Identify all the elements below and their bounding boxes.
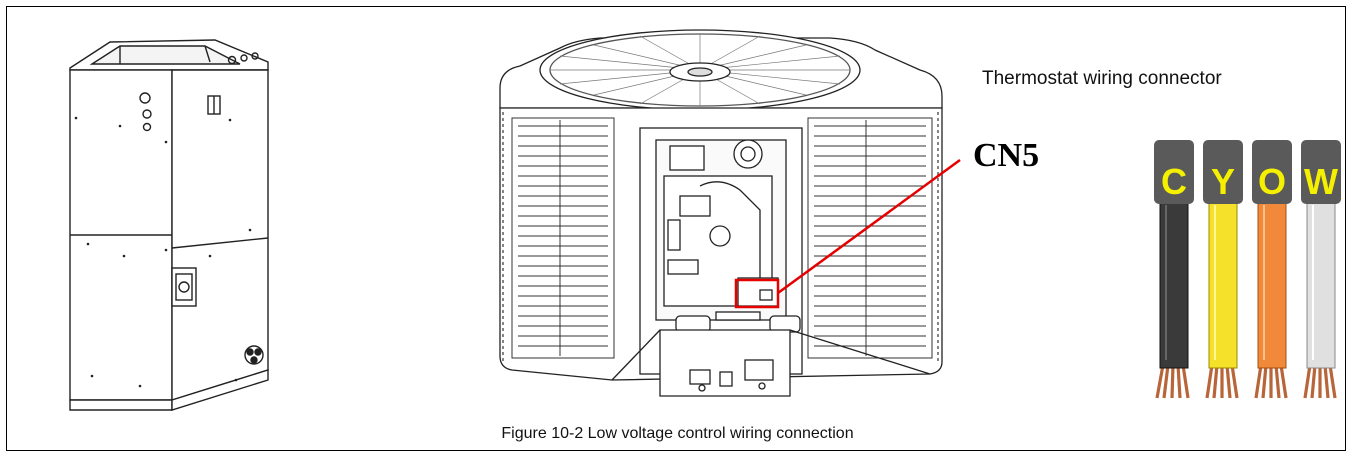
air-handler-unit — [69, 39, 269, 411]
wire-letter-w: W — [1304, 161, 1338, 202]
condenser-unit — [499, 29, 943, 397]
thermostat-wires — [1154, 140, 1341, 399]
wire-o — [1257, 199, 1287, 369]
cn5-callout — [734, 158, 961, 309]
cn5-leader-line — [777, 158, 961, 295]
wire-w — [1306, 199, 1336, 369]
figure-caption: Figure 10-2 Low voltage control wiring c… — [501, 425, 854, 442]
figure-frame — [6, 6, 1346, 451]
cn5-label: CN5 — [973, 137, 1040, 174]
wire-c — [1159, 199, 1189, 369]
wire-y — [1208, 199, 1238, 369]
tab-y — [1203, 140, 1243, 204]
tab-o — [1252, 140, 1292, 204]
thermostat-connector-label: Thermostat wiring connector — [982, 68, 1222, 89]
tab-c — [1154, 140, 1194, 204]
copper-strands — [1155, 364, 1337, 399]
tab-w — [1301, 140, 1341, 204]
cn5-highlight-box — [734, 278, 780, 309]
wire-letter-y: Y — [1210, 161, 1235, 202]
wire-letter-o: O — [1257, 161, 1286, 202]
wire-letter-c: C — [1161, 161, 1187, 202]
